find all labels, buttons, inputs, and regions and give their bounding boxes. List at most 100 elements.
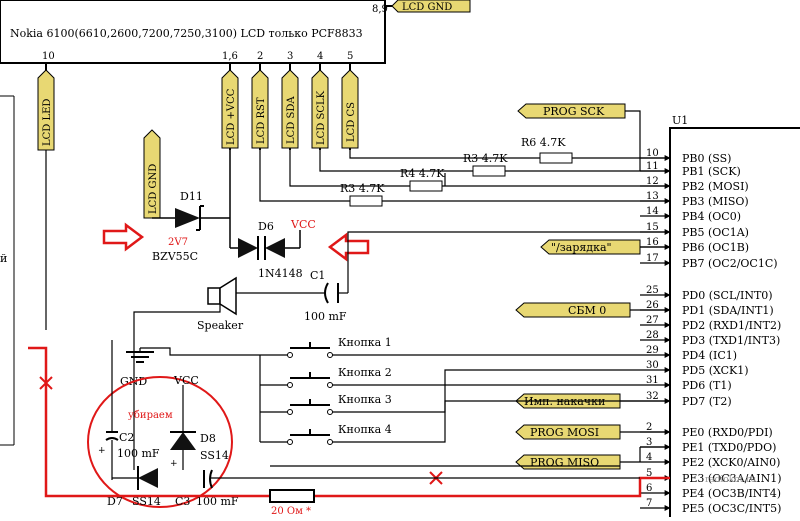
lcd-gnd-pin-number: 8,9 bbox=[372, 4, 388, 15]
button-label: Кнопка 1 bbox=[338, 336, 392, 349]
u1-pin-number: 25 bbox=[646, 285, 659, 296]
svg-text:PROG SCK: PROG SCK bbox=[543, 105, 605, 118]
u1-pin-label: PB5 (OC1A) bbox=[682, 226, 749, 239]
u1-pin-number: 31 bbox=[646, 375, 659, 386]
d11-value: 2V7 bbox=[168, 237, 188, 248]
u1-ref: U1 bbox=[672, 114, 688, 127]
lcd-pin-number: 5 bbox=[347, 51, 353, 62]
removed-note: убираем bbox=[128, 410, 173, 421]
lcd-pin-number: 4 bbox=[317, 51, 323, 62]
lcd-connector-box bbox=[0, 0, 386, 64]
lcd-sda-tag: LCD SDA bbox=[286, 96, 297, 144]
u1-pin-label: PB2 (MOSI) bbox=[682, 180, 749, 193]
u1-pin-number: 7 bbox=[646, 498, 652, 509]
r3b-label: R3 4.7K bbox=[340, 182, 385, 195]
net-label-prog-miso: PROG MISO bbox=[515, 454, 621, 470]
vcc-label: VCC bbox=[290, 218, 316, 231]
arrow-left-annotation bbox=[327, 232, 370, 262]
lcd-pin-number: 10 bbox=[42, 51, 55, 62]
u1-body bbox=[669, 127, 800, 521]
d8-part: SS14 bbox=[200, 449, 229, 462]
d7-part: SS14 bbox=[132, 495, 161, 508]
u1-pin-label: PE1 (TXD0/PDO) bbox=[682, 441, 776, 454]
u1-pin-number: 15 bbox=[646, 222, 659, 233]
u1-pin-number: 26 bbox=[646, 300, 659, 311]
svg-text:PROG MISO: PROG MISO bbox=[530, 456, 599, 469]
u1-pin-number: 13 bbox=[646, 191, 659, 202]
u1-pin-number: 32 bbox=[646, 391, 659, 402]
r3a bbox=[472, 165, 506, 177]
lcd-gnd-label: LCD GND bbox=[402, 2, 452, 13]
button-label: Кнопка 3 bbox=[338, 393, 392, 406]
d11-zener: D11 2V7 BZV55C bbox=[152, 190, 230, 263]
u1-pin-label: PB6 (OC1B) bbox=[682, 241, 749, 254]
u1-pin: 17 PB7 (OC2/OC1C) bbox=[640, 253, 778, 270]
lcd-cs-tag: LCD CS bbox=[346, 102, 357, 142]
net-label-sbm: СБМ 0 bbox=[515, 302, 631, 318]
u1-pin-number: 30 bbox=[646, 360, 659, 371]
lcd-connector: Nokia 6100(6610,2600,7200,7250,3100) LCD… bbox=[0, 0, 388, 150]
u1-pin-label: PE4 (OC3B/INT4) bbox=[682, 487, 781, 500]
u1-pin-number: 3 bbox=[646, 437, 652, 448]
u1-pin-label: PD0 (SCL/INT0) bbox=[682, 289, 773, 302]
button-label: Кнопка 2 bbox=[338, 366, 392, 379]
d6-part: 1N4148 bbox=[258, 267, 303, 280]
removed-circle bbox=[87, 376, 233, 508]
u1-pin-label: PB0 (SS) bbox=[682, 152, 731, 165]
u1-pin-number: 11 bbox=[646, 161, 659, 172]
net-label-charging: "/зарядка" bbox=[540, 239, 641, 255]
lcd-vcc-tag: LCD +VCC bbox=[226, 88, 237, 145]
u1-pin-label: PB7 (OC2/OC1C) bbox=[682, 257, 778, 270]
d11-ref: D11 bbox=[180, 190, 203, 203]
button-list: Кнопка 1 Кнопка 2 Кнопка 3 Кнопка 4 bbox=[260, 336, 640, 445]
u1-pin-number: 5 bbox=[646, 468, 652, 479]
lcd-pin-number: 2 bbox=[257, 51, 263, 62]
u1-pin-number: 29 bbox=[646, 345, 659, 356]
r4-label: R4 4.7K bbox=[400, 167, 445, 180]
lcd-sclk-tag: LCD SCLK bbox=[316, 90, 327, 145]
net-label-prog-mosi: PROG MOSI bbox=[515, 424, 621, 440]
u1-pin-label: PD3 (TXD1/INT3) bbox=[682, 334, 780, 347]
push-button: Кнопка 3 bbox=[260, 384, 640, 415]
u1-pin-number: 16 bbox=[646, 237, 659, 248]
d8-ref: D8 bbox=[200, 432, 216, 445]
svg-text:СБМ 0: СБМ 0 bbox=[568, 304, 606, 317]
u1-pin-label: PD7 (T2) bbox=[682, 395, 732, 408]
r3b bbox=[349, 195, 383, 207]
u1-pin-number: 6 bbox=[646, 483, 652, 494]
c1-speaker: C1 100 mF Speaker bbox=[133, 231, 670, 470]
u1-pin-number: 17 bbox=[646, 253, 659, 264]
u1-pin-number: 28 bbox=[646, 330, 659, 341]
lcd-pin-number: 1,6 bbox=[222, 51, 238, 62]
speaker-label: Speaker bbox=[197, 319, 244, 332]
svg-text:+: + bbox=[98, 446, 106, 456]
speaker-icon bbox=[207, 287, 221, 305]
r6-label: R6 4.7K bbox=[521, 136, 566, 149]
d6-ref: D6 bbox=[258, 220, 274, 233]
lcd-rst-tag: LCD RST bbox=[256, 97, 267, 144]
r20-label: 20 Ом * bbox=[271, 506, 311, 517]
c1-ref: C1 bbox=[310, 269, 325, 282]
watermark: radiokot.ru bbox=[705, 475, 756, 485]
push-button: Кнопка 2 bbox=[260, 366, 640, 388]
u1-pin-label: PE0 (RXD0/PDI) bbox=[682, 426, 773, 439]
lcd-pin-number: 3 bbox=[287, 51, 293, 62]
u1-pin-number: 2 bbox=[646, 422, 652, 433]
c3-ref: C3 bbox=[175, 495, 190, 508]
button-label: Кнопка 4 bbox=[338, 423, 392, 436]
net-label-prog-sck: PROG SCK bbox=[517, 103, 626, 119]
u1-pin-number: 4 bbox=[646, 452, 652, 463]
u1-pin-label: PE5 (OC3C/INT5) bbox=[682, 502, 781, 515]
arrow-right-annotation bbox=[102, 222, 145, 252]
u1-pin-label: PE3 (OC3A/AIN1) bbox=[682, 472, 782, 485]
svg-text:+: + bbox=[170, 459, 178, 469]
u1-pin-label: PB3 (MISO) bbox=[682, 195, 749, 208]
u1-pin-label: PD1 (SDA/INT1) bbox=[682, 304, 774, 317]
